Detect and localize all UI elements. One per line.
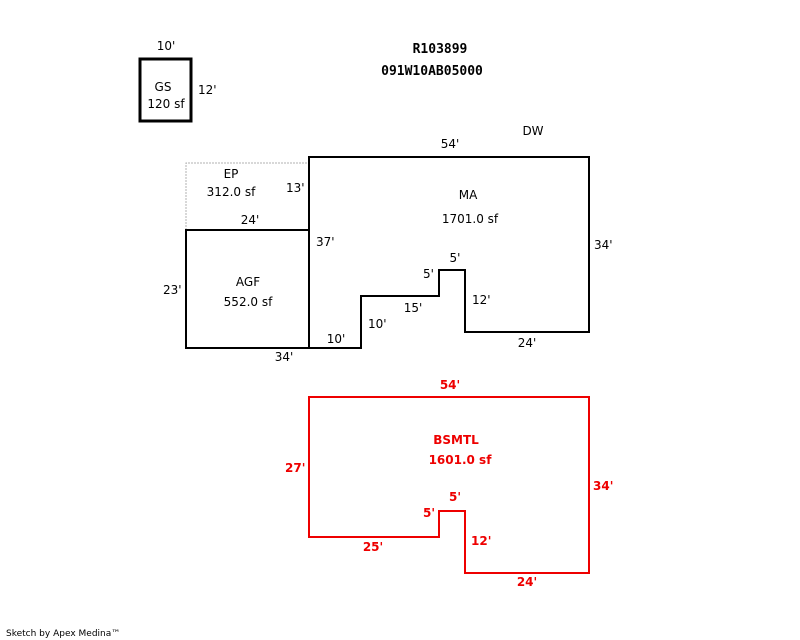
- bsmt-bottom-left-dim: 25': [363, 540, 383, 554]
- bsmt-right-dim: 34': [593, 479, 613, 493]
- agf-bottom-dim: 34': [275, 350, 294, 364]
- bsmt-top-dim: 54': [440, 378, 460, 392]
- gs-right-dim: 12': [198, 83, 217, 97]
- map-number: 091W10AB05000: [381, 64, 483, 79]
- bsmt-outline: [308, 396, 590, 574]
- ep-bottom-dim: 24': [241, 213, 260, 227]
- bsmt-notch-right-dim: 12': [471, 534, 491, 548]
- ma-notch-right-dim: 12': [472, 293, 491, 307]
- ma-bottom-right-dim: 24': [518, 336, 537, 350]
- bsmt-area: 1601.0 sf: [429, 453, 493, 467]
- ep-outline: [185, 162, 309, 230]
- ep-area: 312.0 sf: [207, 185, 256, 199]
- ma-area: 1701.0 sf: [442, 212, 499, 226]
- ma-right-dim: 34': [594, 238, 613, 252]
- bsmt-notch-top-dim: 5': [449, 490, 461, 504]
- ma-notch-left-dim: 5': [423, 267, 434, 281]
- agf-name: AGF: [236, 275, 260, 289]
- ma-notch-top-dim: 5': [450, 251, 461, 265]
- ma-bottom-left-dim: 10': [327, 332, 346, 346]
- ep-right-dim: 13': [286, 181, 305, 195]
- agf-area: 552.0 sf: [224, 295, 273, 309]
- ma-step-left-dim: 10': [368, 317, 387, 331]
- bsmt-name: BSMTL: [433, 433, 479, 447]
- gs-top-dim: 10': [157, 39, 176, 53]
- gs-outline: [138, 57, 193, 123]
- parcel-id: R103899: [413, 42, 468, 57]
- ma-name: MA: [459, 188, 478, 202]
- agf-right-dim: 37': [316, 235, 335, 249]
- gs-area: 120 sf: [147, 97, 185, 111]
- dw-label: DW: [522, 124, 543, 138]
- ep-name: EP: [224, 167, 239, 181]
- ma-top-dim: 54': [441, 137, 460, 151]
- agf-left-dim: 23': [163, 283, 182, 297]
- bsmt-left-dim: 27': [285, 461, 305, 475]
- agf-outline: [185, 229, 310, 349]
- credit: Sketch by Apex Medina™: [6, 629, 120, 639]
- ma-step-top-dim: 15': [404, 301, 423, 315]
- bsmt-bottom-right-dim: 24': [517, 575, 537, 589]
- gs-name: GS: [155, 80, 172, 94]
- bsmt-notch-left-dim: 5': [423, 506, 435, 520]
- ma-outline: [308, 156, 590, 349]
